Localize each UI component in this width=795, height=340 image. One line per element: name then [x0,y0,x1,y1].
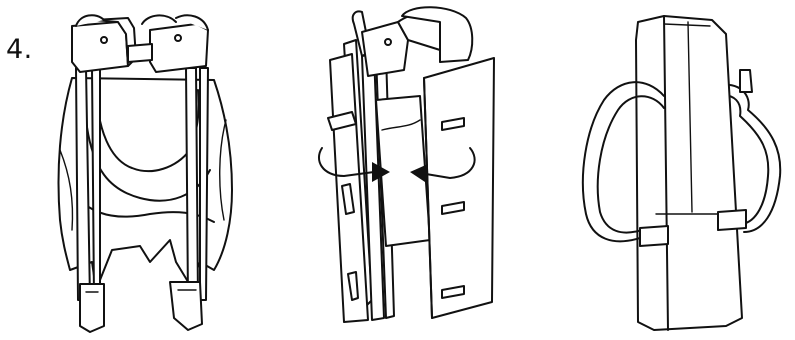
packed-carry-bag [583,16,780,330]
folding-mattress-around-frame [319,7,494,322]
collapsed-playard-frame [59,15,233,332]
